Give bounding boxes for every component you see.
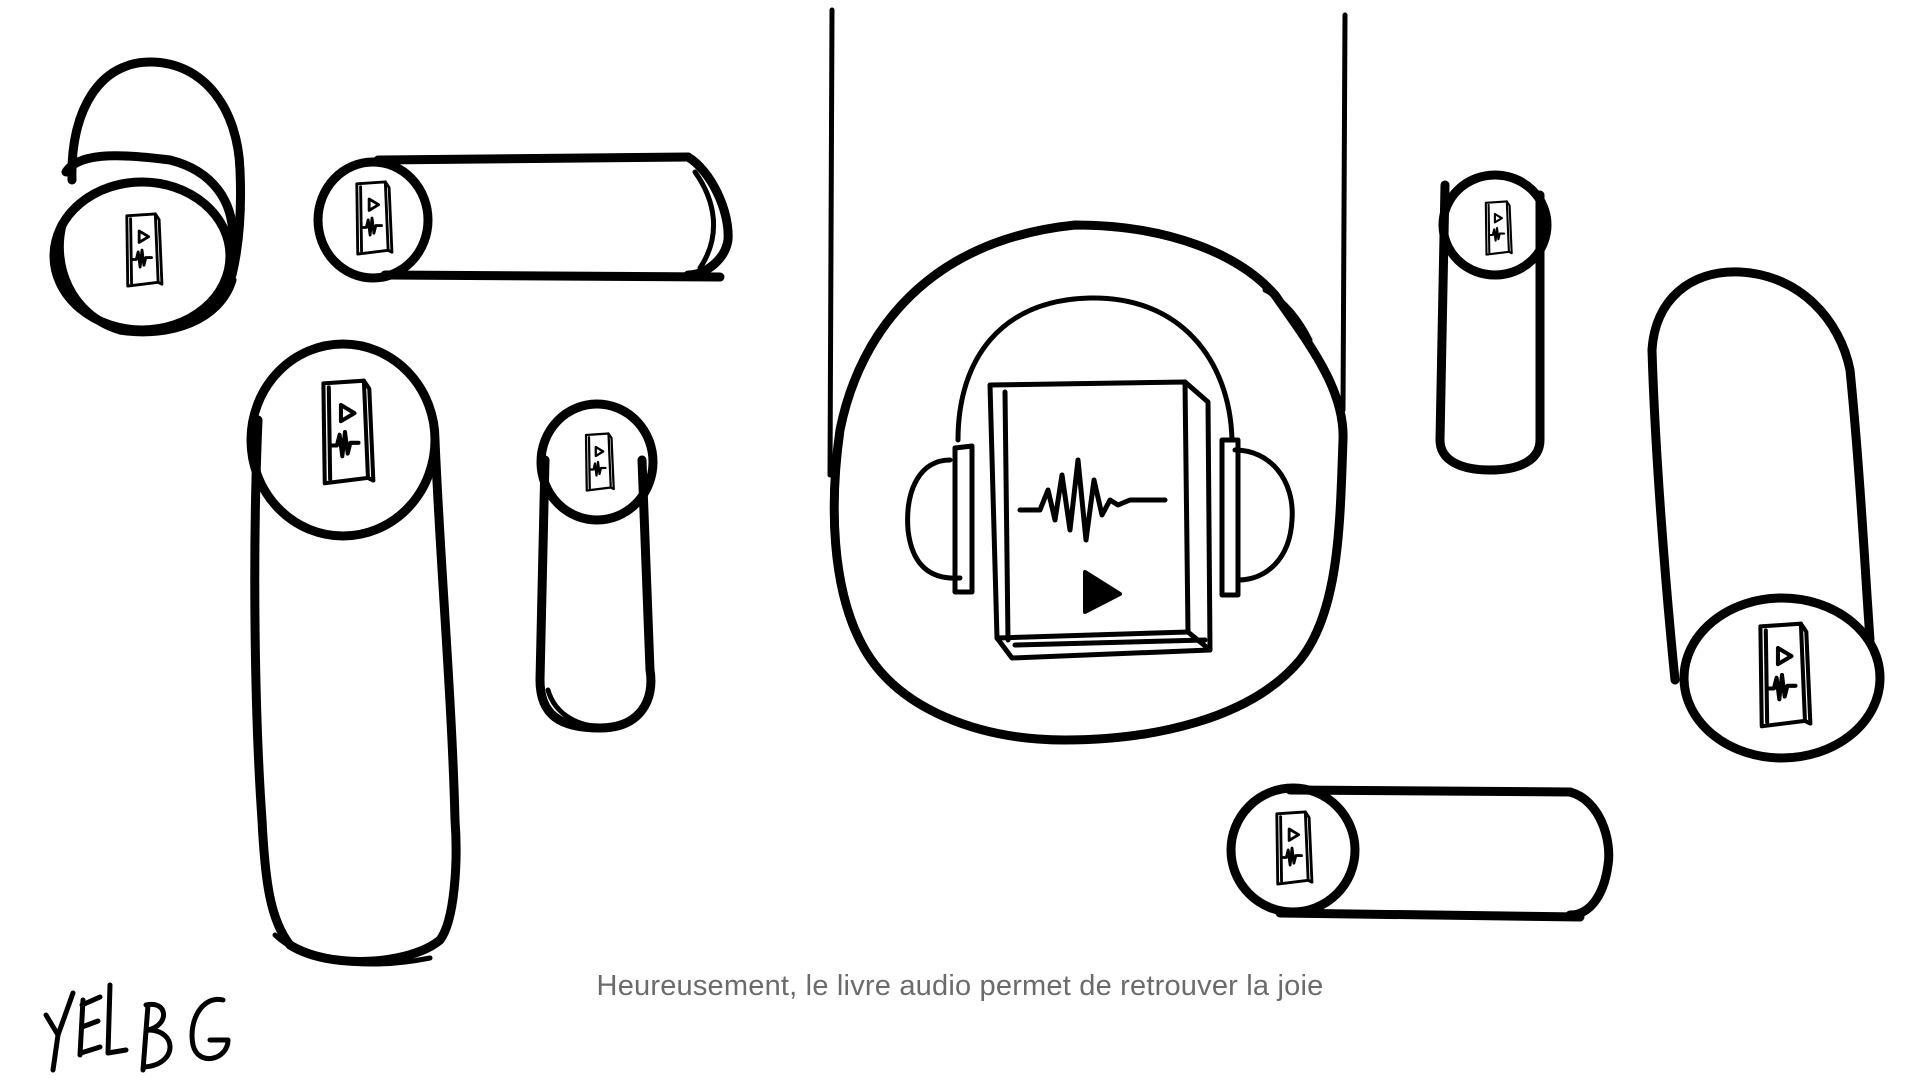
cylinder-right-tilted xyxy=(1647,267,1885,763)
audiobook-icon xyxy=(1760,624,1810,727)
audiobook-icon xyxy=(584,432,615,492)
cylinder-horizontal-bottom xyxy=(1226,783,1614,922)
central-bubble xyxy=(827,7,1348,745)
cylinder-top-left xyxy=(49,57,246,337)
artist-signature xyxy=(43,982,231,1073)
audiobook-icon xyxy=(987,379,1213,661)
soundwave-icon xyxy=(1017,457,1168,543)
audiobook-icon xyxy=(1275,810,1314,886)
audiobook-icon xyxy=(323,381,373,484)
cylinder-tall-left xyxy=(246,339,461,967)
play-icon xyxy=(1083,570,1122,614)
cylinder-small-right xyxy=(1435,170,1552,475)
cylinder-horizontal-top xyxy=(313,152,733,283)
audiobook-icon xyxy=(1484,200,1513,256)
audiobook-icon xyxy=(125,212,164,288)
headphones-icon xyxy=(905,295,1295,598)
cylinder-small-middle xyxy=(535,399,658,733)
caption-text: Heureusement, le livre audio permet de r… xyxy=(596,970,1324,1002)
audiobook-icon xyxy=(355,180,394,256)
